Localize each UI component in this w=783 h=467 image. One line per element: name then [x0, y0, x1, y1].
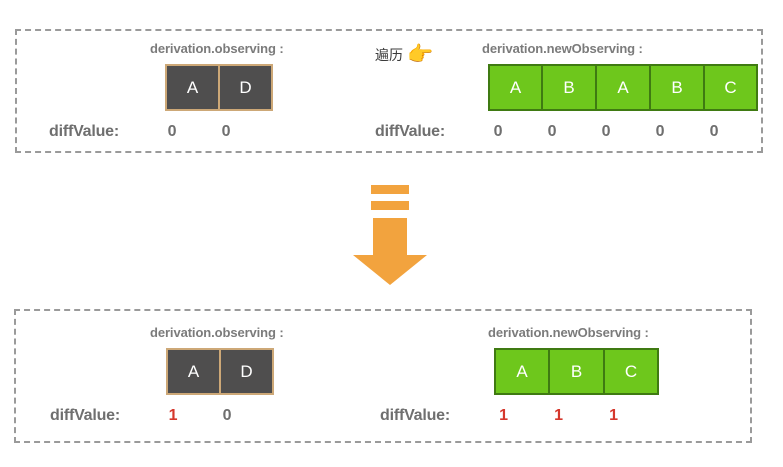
traverse-annotation: 遍历 👉 — [375, 44, 433, 65]
bottom-observing-label: derivation.observing : — [150, 325, 284, 340]
diffvalue-item: 1 — [499, 407, 508, 424]
diffvalue-item: 0 — [222, 407, 232, 424]
diffvalue-label: diffValue: — [380, 407, 451, 424]
diffvalue-list: 0 0 0 0 0 — [471, 123, 741, 141]
diffvalue-list: 1 1 1 — [476, 407, 641, 425]
new-observing-cell: B — [549, 348, 604, 395]
observing-cell: A — [165, 64, 219, 111]
diffvalue-item: 0 — [655, 123, 665, 140]
down-arrow-icon — [348, 185, 432, 285]
traverse-label: 遍历 — [375, 47, 403, 64]
top-state-panel: derivation.observing : A D diffValue: 0 … — [15, 29, 763, 153]
diffvalue-list: 1 0 — [146, 407, 254, 425]
diffvalue-item: 0 — [493, 123, 503, 140]
diffvalue-list: 0 0 — [145, 123, 253, 141]
diffvalue-item: 1 — [168, 407, 178, 424]
diffvalue-label: diffValue: — [50, 407, 121, 424]
diffvalue-item: 0 — [601, 123, 611, 140]
bottom-observing-cells: A D — [166, 348, 274, 395]
bottom-observing-diffvalue-row: diffValue: 1 0 — [50, 407, 254, 425]
diffvalue-label: diffValue: — [375, 123, 446, 140]
observing-cell: A — [166, 348, 220, 395]
bottom-new-observing-label: derivation.newObserving : — [488, 325, 649, 340]
top-new-observing-diffvalue-row: diffValue: 0 0 0 0 0 — [375, 123, 741, 141]
new-observing-cell: A — [494, 348, 549, 395]
new-observing-cell: A — [488, 64, 542, 111]
new-observing-cell: B — [542, 64, 596, 111]
top-new-observing-cells: A B A B C — [488, 64, 758, 111]
top-observing-diffvalue-row: diffValue: 0 0 — [49, 123, 253, 141]
observing-cell: D — [220, 348, 274, 395]
diffvalue-item: 1 — [554, 407, 563, 424]
new-observing-cell: C — [704, 64, 758, 111]
diffvalue-item: 0 — [167, 123, 177, 140]
new-observing-cell: B — [650, 64, 704, 111]
diffvalue-item: 0 — [221, 123, 231, 140]
pointing-right-hand-icon: 👉 — [407, 42, 434, 66]
diffvalue-item: 0 — [547, 123, 557, 140]
top-observing-label: derivation.observing : — [150, 41, 284, 56]
diffvalue-item: 1 — [609, 407, 618, 424]
bottom-new-observing-diffvalue-row: diffValue: 1 1 1 — [380, 407, 641, 425]
diffvalue-item: 0 — [709, 123, 719, 140]
top-new-observing-label: derivation.newObserving : — [482, 41, 643, 56]
new-observing-cell: A — [596, 64, 650, 111]
bottom-state-panel: derivation.observing : A D diffValue: 1 … — [14, 309, 752, 443]
observing-cell: D — [219, 64, 273, 111]
bottom-new-observing-cells: A B C — [494, 348, 659, 395]
new-observing-cell: C — [604, 348, 659, 395]
diffvalue-label: diffValue: — [49, 123, 120, 140]
top-observing-cells: A D — [165, 64, 273, 111]
